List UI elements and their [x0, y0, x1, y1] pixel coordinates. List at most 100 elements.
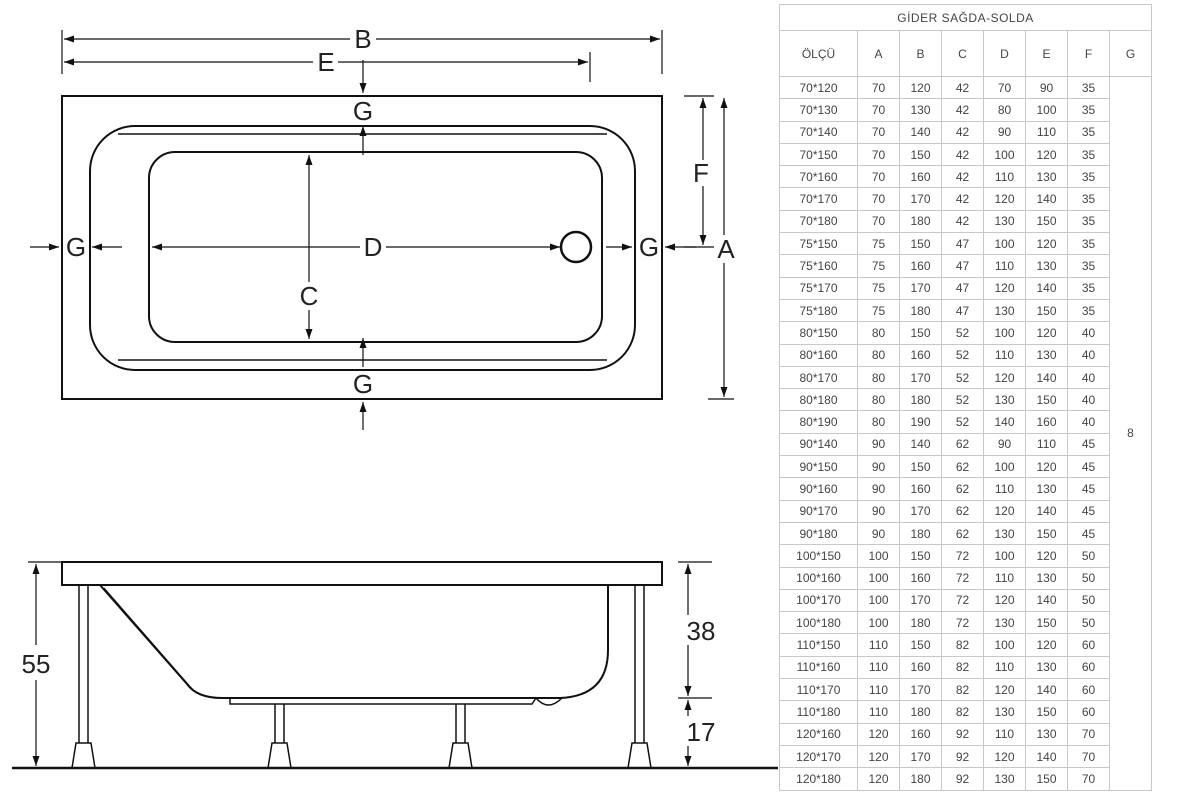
- size-cell: 80*190: [779, 410, 858, 434]
- dimension-cell: 80: [983, 98, 1026, 122]
- dimension-cell: 90: [857, 455, 900, 479]
- dimension-cell: 35: [1067, 75, 1110, 100]
- dim-label-d: D: [364, 232, 383, 262]
- size-cell: 75*180: [779, 298, 858, 323]
- side-view: [12, 561, 778, 770]
- dimension-cell: 160: [899, 343, 942, 367]
- size-cell: 110*180: [779, 700, 858, 724]
- dimension-cell: 110: [983, 477, 1026, 501]
- dimension-cell: 92: [941, 744, 984, 769]
- dimension-cell: 130: [983, 611, 1026, 635]
- dimension-cell: 180: [899, 767, 942, 791]
- dimension-cell: 110: [857, 633, 900, 657]
- dimension-cell: 82: [941, 700, 984, 724]
- dimension-cell: 42: [941, 165, 984, 189]
- dimension-cell: 150: [1025, 209, 1068, 234]
- dimension-cell: 62: [941, 499, 984, 523]
- dimension-cell: 100: [1025, 98, 1068, 122]
- dimension-cell: 62: [941, 521, 984, 546]
- dimension-cell: 160: [899, 566, 942, 590]
- size-cell: 75*150: [779, 232, 858, 256]
- tub-basin: [148, 151, 603, 343]
- dimension-cell: 190: [899, 410, 942, 434]
- dimension-cell: 80: [857, 388, 900, 412]
- dimension-cell: 110: [983, 655, 1026, 680]
- dimension-cell: 80: [857, 321, 900, 345]
- size-cell: 90*180: [779, 521, 858, 546]
- dimension-cell: 90: [857, 499, 900, 523]
- dimension-cell: 47: [941, 232, 984, 256]
- dimension-cell: 130: [1025, 254, 1068, 278]
- size-cell: 120*170: [779, 744, 858, 769]
- dimension-cell: 60: [1067, 633, 1110, 657]
- dimension-cell: 160: [899, 254, 942, 278]
- dimension-cell: 110: [983, 165, 1026, 189]
- dimension-cell: 100: [857, 544, 900, 568]
- dimension-cell: 50: [1067, 611, 1110, 635]
- dimension-cell: 110: [983, 254, 1026, 278]
- dimension-cell: 70: [857, 187, 900, 211]
- size-cell: 90*170: [779, 499, 858, 523]
- dimension-cell: 60: [1067, 700, 1110, 724]
- dimension-cell: 100: [983, 232, 1026, 256]
- dimension-cell: 35: [1067, 232, 1110, 256]
- size-cell: 70*130: [779, 98, 858, 122]
- dimension-cell: 130: [983, 298, 1026, 323]
- table-header-row: ÖLÇÜ A B C D E F G: [779, 30, 1152, 77]
- dimension-cell: 60: [1067, 655, 1110, 680]
- col-header-c: C: [941, 30, 984, 77]
- size-cell: 70*120: [779, 75, 858, 100]
- dim-label-g-right: G: [639, 232, 659, 262]
- size-cell: 90*160: [779, 477, 858, 501]
- dimension-cell: 47: [941, 298, 984, 323]
- size-cell: 100*160: [779, 566, 858, 590]
- dimension-cell: 130: [1025, 165, 1068, 189]
- dimension-cell: 130: [1025, 655, 1068, 680]
- dimension-cell: 70: [1067, 767, 1110, 791]
- dimension-cell: 45: [1067, 432, 1110, 457]
- height-label-38: 38: [687, 616, 716, 646]
- bathtub-technical-drawing: B E G G G G D C F A: [12, 24, 778, 770]
- dimension-cell: 72: [941, 544, 984, 568]
- dimension-cell: 75: [857, 276, 900, 300]
- dimension-cell: 72: [941, 588, 984, 613]
- dimension-cell: 52: [941, 365, 984, 390]
- dimension-cell: 150: [899, 633, 942, 657]
- drain-hole: [559, 230, 593, 264]
- dimension-cell: 130: [899, 98, 942, 122]
- side-view-dimensions: [28, 561, 712, 766]
- dimension-cell: 80: [857, 410, 900, 434]
- dimension-cell: 170: [899, 678, 942, 702]
- dimension-cell: 120: [983, 588, 1026, 613]
- size-cell: 100*170: [779, 588, 858, 613]
- size-cell: 110*170: [779, 678, 858, 702]
- dimension-cell: 100: [983, 633, 1026, 657]
- size-cell: 120*160: [779, 722, 858, 746]
- dimension-cell: 110: [857, 655, 900, 680]
- dimension-cell: 140: [1025, 365, 1068, 390]
- dimension-cell: 70: [1067, 722, 1110, 746]
- dimension-cell: 110: [1025, 120, 1068, 144]
- size-cell: 70*160: [779, 165, 858, 189]
- table-title: GİDER SAĞDA-SOLDA: [779, 4, 1152, 31]
- dimension-cell: 180: [899, 521, 942, 546]
- dimension-cell: 180: [899, 209, 942, 234]
- size-cell: 70*170: [779, 187, 858, 211]
- dimension-cell: 110: [1025, 432, 1068, 457]
- dimension-cell: 42: [941, 120, 984, 144]
- size-cell: 110*160: [779, 655, 858, 680]
- dim-label-f: F: [693, 158, 709, 188]
